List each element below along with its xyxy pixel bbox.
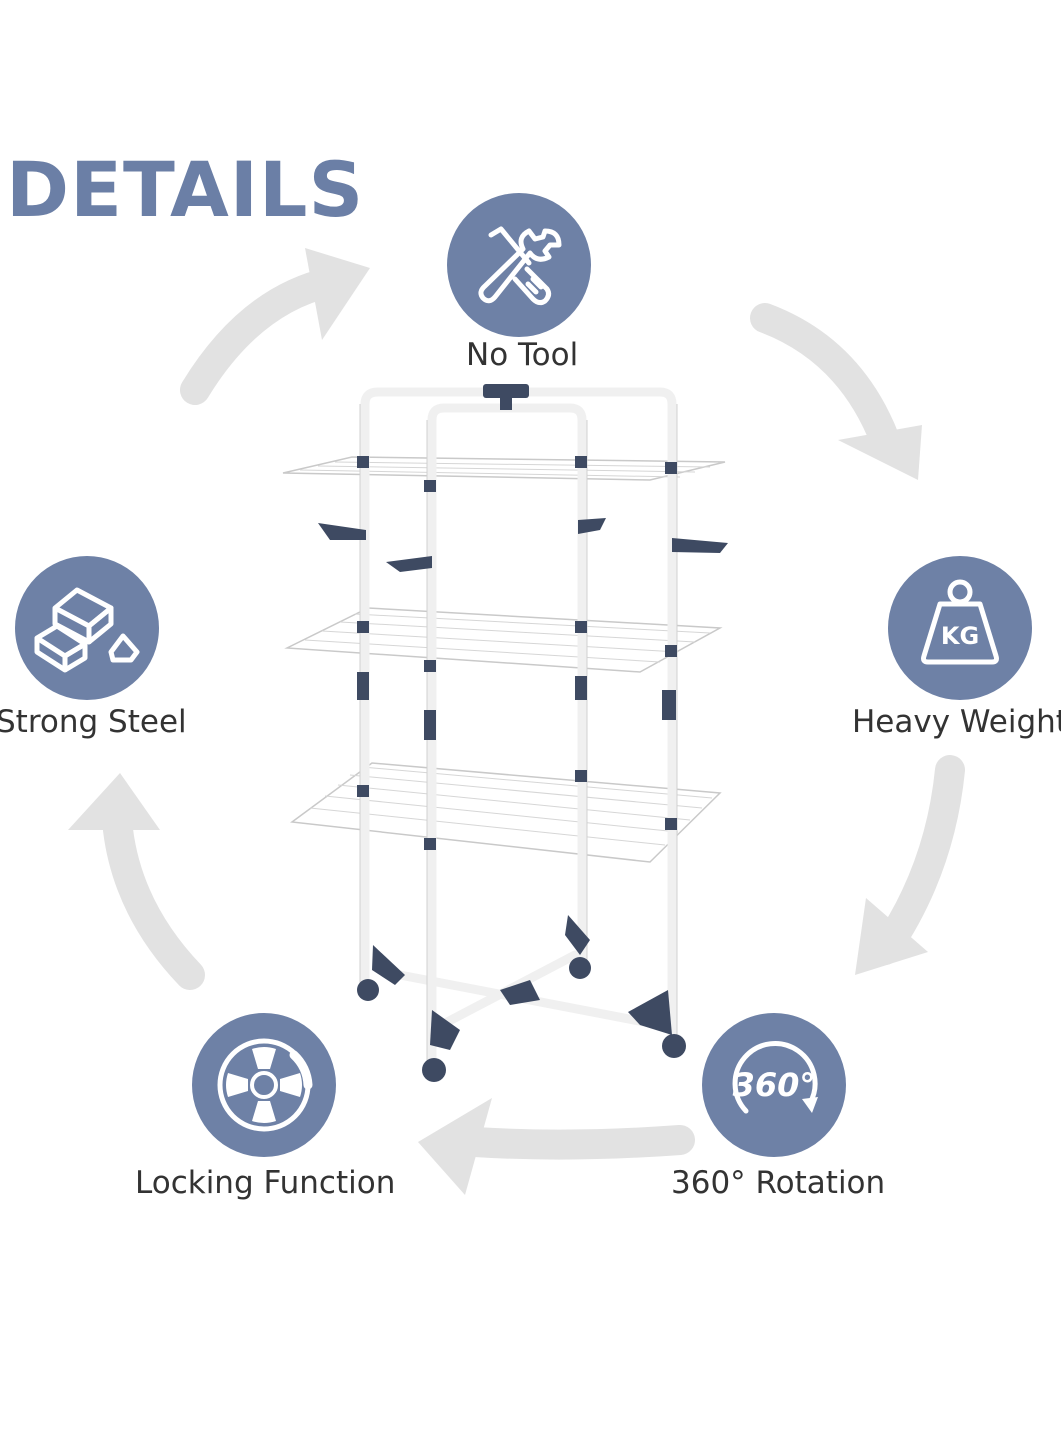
no-tool-label: No Tool [466, 337, 579, 373]
rotation-360-icon: 360° [732, 1041, 818, 1114]
arrowhead-left [68, 773, 160, 830]
arrowhead-top-right [838, 425, 922, 480]
arrow-bottom [460, 1125, 695, 1160]
locking-function-badge [192, 1013, 336, 1157]
no-tool-badge [447, 193, 591, 337]
kg-text: KG [941, 622, 979, 650]
wheel-lock-icon [217, 1038, 313, 1132]
arrow-top-left [180, 267, 345, 405]
heavy-weight-badge: KG [888, 556, 1032, 700]
rotation-text: 360° [733, 1066, 816, 1104]
strong-steel-label: Strong Steel [0, 704, 187, 740]
kg-weight-icon: KG [921, 579, 999, 665]
page-title: DETAILS [6, 145, 365, 234]
strong-steel-badge [15, 556, 159, 700]
arrow-top-right [750, 303, 900, 455]
locking-function-label: Locking Function [135, 1165, 396, 1201]
arrow-left [103, 815, 205, 990]
rotation-label: 360° Rotation [671, 1165, 886, 1201]
steel-bars-icon [34, 587, 140, 673]
arrowhead-right [855, 898, 928, 975]
arrowhead-bottom [418, 1098, 492, 1195]
heavy-weight-label: Heavy Weight [852, 704, 1061, 740]
arrowhead-top-left [305, 248, 370, 340]
rotation-badge: 360° [702, 1013, 846, 1157]
wrench-screwdriver-icon [478, 226, 562, 306]
